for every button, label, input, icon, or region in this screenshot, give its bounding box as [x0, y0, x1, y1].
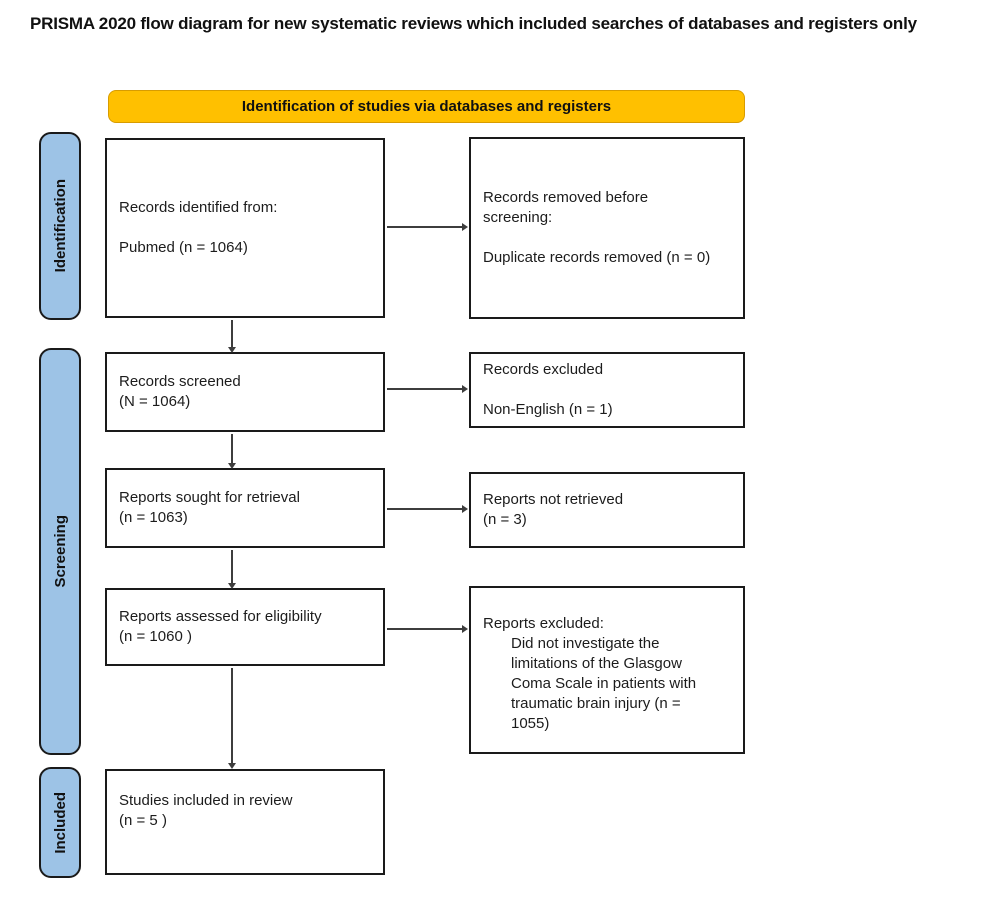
box-reports-sought: Reports sought for retrieval (n = 1063): [105, 468, 385, 548]
box-records-excluded-text: Records excluded Non-English (n = 1): [483, 361, 613, 418]
box-reports-excluded-title: Reports excluded:: [483, 615, 604, 632]
box-reports-not-retrieved-text: Reports not retrieved (n = 3): [483, 491, 624, 528]
arrow-right-sought-to-not-retrieved: [387, 505, 468, 513]
box-records-screened: Records screened (N = 1064): [105, 352, 385, 432]
box-studies-included: Studies included in review (n = 5 ): [105, 769, 385, 875]
stage-screening-text: Screening: [51, 515, 69, 588]
box-records-removed-text: Records removed before screening: Duplic…: [483, 189, 711, 266]
box-records-excluded: Records excluded Non-English (n = 1): [469, 352, 745, 428]
stage-identification-text: Identification: [51, 179, 69, 273]
stage-included-text: Included: [51, 791, 69, 854]
box-reports-sought-text: Reports sought for retrieval (n = 1063): [119, 489, 300, 526]
arrow-down-sought-to-assessed: [228, 550, 236, 589]
box-reports-excluded: Reports excluded: Did not investigate th…: [469, 586, 745, 754]
arrow-down-screened-to-sought: [228, 434, 236, 469]
box-records-identified-text: Records identified from: Pubmed (n = 106…: [119, 199, 278, 256]
arrow-right-assessed-to-excluded: [387, 625, 468, 633]
box-reports-not-retrieved: Reports not retrieved (n = 3): [469, 472, 745, 548]
stage-label-included: Included: [39, 767, 81, 878]
box-studies-included-text: Studies included in review (n = 5 ): [119, 792, 293, 829]
box-records-removed: Records removed before screening: Duplic…: [469, 137, 745, 319]
identification-banner: Identification of studies via databases …: [108, 90, 745, 123]
arrow-down-assessed-to-included: [228, 668, 236, 769]
box-reports-excluded-reason: Did not investigate the limitations of t…: [511, 635, 697, 732]
box-reports-assessed: Reports assessed for eligibility (n = 10…: [105, 588, 385, 666]
box-records-screened-text: Records screened (N = 1064): [119, 373, 241, 410]
arrow-right-identified-to-removed: [387, 223, 468, 231]
banner-label: Identification of studies via databases …: [241, 98, 612, 115]
arrow-down-identified-to-screened: [228, 320, 236, 353]
box-records-identified: Records identified from: Pubmed (n = 106…: [105, 138, 385, 318]
stage-label-screening: Screening: [39, 348, 81, 755]
box-reports-assessed-text: Reports assessed for eligibility (n = 10…: [119, 608, 322, 645]
page-title: PRISMA 2020 flow diagram for new systema…: [30, 14, 917, 33]
arrow-right-screened-to-excluded: [387, 385, 468, 393]
stage-label-identification: Identification: [39, 132, 81, 320]
